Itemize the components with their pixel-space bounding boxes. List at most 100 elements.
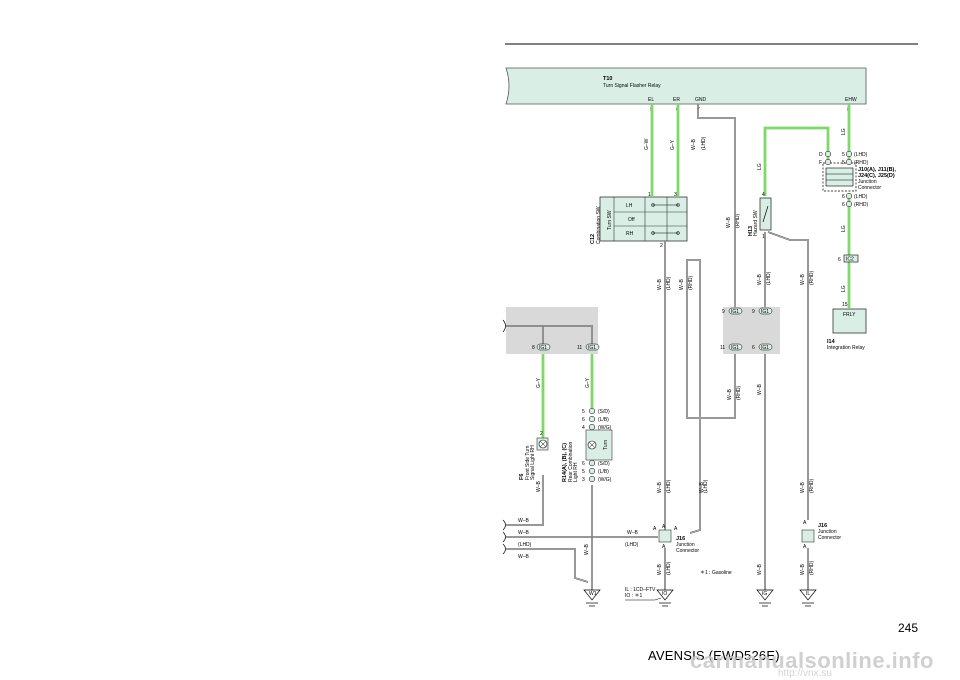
- rcl-pin-5: 5: [582, 409, 585, 415]
- jc-pin-6a: 6: [842, 194, 845, 200]
- relay-pin-ehw: EHW: [845, 97, 857, 103]
- label-wb-l: W–B: [800, 564, 806, 576]
- jc-note-3: (LHD): [854, 194, 868, 200]
- jc-note-1: (LHD): [854, 152, 868, 158]
- j16b-letter-1: A: [803, 520, 807, 526]
- label-rhd-i: (RHD): [809, 479, 815, 493]
- rcl-note-5: (L/B): [598, 469, 609, 475]
- label-gy-right: G–Y: [585, 377, 591, 388]
- mid-connectors: [723, 307, 780, 354]
- jc-pin-5b: 5: [842, 160, 845, 166]
- rcl-inner: Turn: [603, 440, 609, 450]
- rcl-name: Rear Combination: [568, 441, 574, 482]
- cs-pin-2: 2: [660, 243, 663, 249]
- cs-pin-1: 1: [648, 192, 651, 198]
- rcl-note-4: (S/D): [598, 461, 610, 467]
- ground-ig: IG: [762, 591, 767, 597]
- conn-pin-9a: 9: [722, 309, 725, 315]
- note-io: IO : ＊1: [625, 593, 642, 599]
- ground-io: IO: [662, 591, 667, 597]
- conn-pin-6: 6: [752, 345, 755, 351]
- j16b-code: J16: [818, 523, 827, 529]
- relay-code: T10: [603, 76, 612, 82]
- page-number: 245: [898, 621, 919, 635]
- label-wb-c: W–B: [757, 274, 763, 286]
- integration-relay-box: [832, 308, 867, 334]
- rcl-note-6: (W/G): [598, 477, 612, 483]
- ir-code: I14: [827, 339, 836, 345]
- fst-code: F6: [519, 474, 525, 480]
- label-lg-1: LG: [757, 163, 763, 170]
- rcl-pin-6: 6: [582, 417, 585, 423]
- label-lhd-g: (LHD): [666, 479, 672, 493]
- label-wb-haz: W–B: [726, 217, 732, 229]
- fst-name-2: Signal Light RH: [530, 445, 536, 480]
- turn-sw-label: Turn SW: [607, 210, 613, 230]
- jc-name: Junction: [858, 179, 877, 185]
- label-gy-left: G–Y: [536, 377, 542, 388]
- jc-codes: J10(A), J11(B),: [858, 167, 896, 173]
- label-wb-j: W–B: [657, 564, 663, 576]
- watermark-sub: http://vnx.su: [778, 668, 832, 679]
- j16b-letter-2: A: [803, 544, 807, 550]
- ir-name: Integration Relay: [827, 345, 865, 351]
- jc-note-2: (RHD): [854, 160, 868, 166]
- label-wb-q: W–B: [518, 554, 530, 560]
- label-rhd-d: (RHD): [809, 271, 815, 285]
- ic2-connector: [843, 254, 859, 263]
- note-gasoline: ＊1 : Gasoline: [700, 570, 732, 576]
- label-wb-m: W–B: [584, 544, 590, 556]
- relay-pin-er: ER: [673, 97, 680, 103]
- conn-pin-9b: 9: [752, 309, 755, 315]
- label-gw: G–W: [644, 138, 650, 150]
- ir-frly: FRLY: [843, 312, 856, 318]
- conn-pin-11: 11: [720, 345, 725, 351]
- relay-pin-gnd: GND: [695, 97, 707, 103]
- rcl-note-1: (S/D): [598, 409, 610, 415]
- watermark: carmanualsonline.info: [690, 648, 934, 673]
- footer-model: AVENSIS (EWD526E): [648, 648, 780, 663]
- wire-lg-hazard: [763, 126, 830, 196]
- label-wb-r: W–B: [627, 530, 639, 536]
- cs-code: C12: [590, 234, 596, 244]
- label-wb-e: W–B: [727, 389, 733, 401]
- label-wb-k: W–B: [757, 564, 763, 576]
- relay-name: Turn Signal Flasher Relay: [603, 83, 661, 89]
- hazard-name: Hazard SW: [753, 210, 759, 236]
- j16b-name: Junction: [818, 529, 837, 535]
- jc-pin-5a: 5: [842, 152, 845, 158]
- wb-wires: [506, 104, 809, 590]
- label-lg-3: LG: [841, 225, 847, 232]
- jc-name-2: Connector: [858, 185, 881, 191]
- j16a-letter-2: A: [653, 526, 657, 532]
- ir-pin-6: 6: [838, 257, 841, 263]
- jc-letter-f: F: [819, 160, 822, 166]
- label-wb-i: W–B: [800, 482, 806, 494]
- j16-right: [801, 529, 815, 543]
- j16b-name-2: Connector: [818, 535, 841, 541]
- position-lh: LH: [626, 203, 633, 209]
- position-rh: RH: [626, 231, 634, 237]
- rcl-note-2: (L/B): [598, 417, 609, 423]
- combination-switch: [599, 196, 688, 242]
- conn-id-5: IG1: [539, 345, 547, 351]
- label-wb-d: W–B: [800, 274, 806, 286]
- rcl-pin-4: 4: [582, 425, 585, 431]
- label-wb-o: W–B: [518, 518, 530, 524]
- rcl-pin-5b: 5: [582, 469, 585, 475]
- label-wb-p: W–B: [518, 530, 530, 536]
- label-rhd-b: (RHD): [688, 276, 694, 290]
- rcl-note-3: (W/G): [598, 425, 612, 431]
- label-lhd-r: (LHD): [625, 542, 639, 548]
- j16a-letter-1: A: [662, 524, 666, 530]
- cs-pin-3: 3: [674, 192, 677, 198]
- rcl-code: R14(A), (B), (C): [562, 443, 568, 482]
- j16a-name: Junction: [676, 542, 695, 548]
- jc-letter-d: D: [819, 152, 823, 158]
- label-lg-2: LG: [841, 128, 847, 135]
- rcl-pin-3b: 3: [582, 477, 585, 483]
- j16a-name-2: Connector: [676, 548, 699, 554]
- fst-pin-2: 2: [540, 431, 543, 437]
- j16-left: [658, 529, 672, 543]
